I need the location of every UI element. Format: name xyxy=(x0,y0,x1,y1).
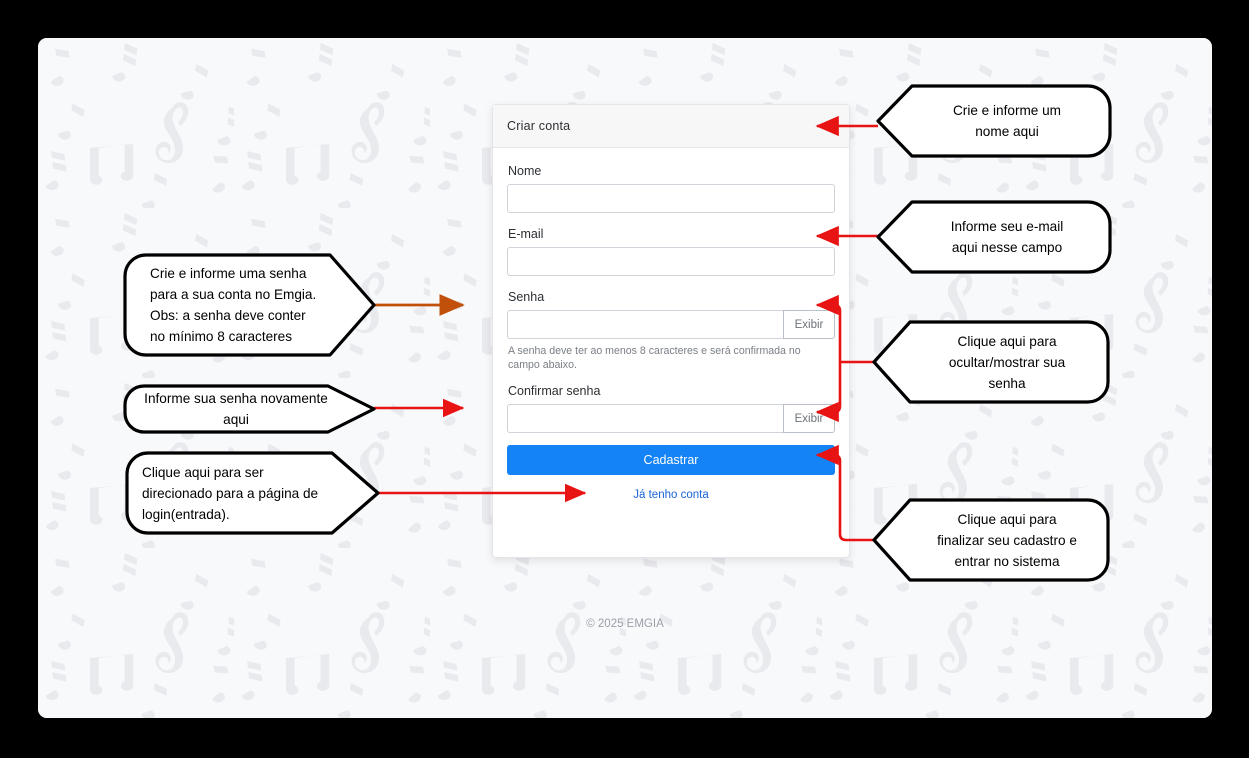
callout-password-note-text: Crie e informe uma senha para a sua cont… xyxy=(150,252,340,358)
callout-line: Clique aqui para ser xyxy=(142,464,264,480)
card-header: Criar conta xyxy=(493,105,849,148)
card-title: Criar conta xyxy=(507,119,571,133)
card-body: Nome E-mail Senha Exibir A senha deve te… xyxy=(493,148,849,501)
field-confirmar-senha: Confirmar senha Exibir xyxy=(507,384,835,433)
callout-line: ocultar/mostrar sua xyxy=(948,354,1066,370)
callout-line: para a sua conta no Emgia. xyxy=(150,287,317,302)
callout-line: Crie e informe uma senha xyxy=(150,266,307,281)
callout-line: entrar no sistema xyxy=(954,553,1060,569)
field-email: E-mail xyxy=(507,227,835,276)
field-nome: Nome xyxy=(507,164,835,213)
callout-line: Informe sua senha novamente xyxy=(144,391,328,406)
name-input[interactable] xyxy=(507,184,835,213)
toggle-password-visibility-button[interactable]: Exibir xyxy=(783,310,835,339)
label-email: E-mail xyxy=(508,227,544,241)
label-nome: Nome xyxy=(508,164,542,178)
callout-show-password-note-text: Clique aqui para ocultar/mostrar sua sen… xyxy=(910,318,1104,406)
callout-submit-note: Clique aqui para finalizar seu cadastro … xyxy=(872,496,1110,584)
toggle-confirm-password-visibility-button[interactable]: Exibir xyxy=(783,404,835,433)
callout-confirm-password-note: Informe sua senha novamente aqui xyxy=(122,383,376,435)
email-input[interactable] xyxy=(507,247,835,276)
callout-line: aqui xyxy=(223,412,249,427)
callout-line: Crie e informe um xyxy=(952,103,1062,118)
callout-line: Informe seu e-mail xyxy=(950,219,1064,234)
callout-name-note: Crie e informe um nome aqui xyxy=(876,82,1112,160)
callout-line: senha xyxy=(988,375,1026,391)
callout-submit-note-text: Clique aqui para finalizar seu cadastro … xyxy=(910,496,1104,584)
callout-line: Clique aqui para xyxy=(957,511,1057,527)
label-senha: Senha xyxy=(508,290,545,304)
callout-email-note: Informe seu e-mail aqui nesse campo xyxy=(876,198,1112,276)
callout-line: no mínimo 8 caracteres xyxy=(150,329,293,344)
callout-line: Clique aqui para xyxy=(957,333,1057,349)
callout-line: login(entrada). xyxy=(142,506,230,522)
callout-login-link-note: Clique aqui para ser direcionado para a … xyxy=(124,450,380,536)
callout-password-note: Crie e informe uma senha para a sua cont… xyxy=(122,252,376,358)
confirm-password-input-group: Exibir xyxy=(507,404,835,433)
page-footer: © 2025 EMGIA xyxy=(586,618,664,630)
password-help-text: A senha deve ter ao menos 8 caracteres e… xyxy=(508,345,801,371)
signup-card: Criar conta Nome E-mail Senha Exibir xyxy=(492,104,850,558)
callout-line: aqui nesse campo xyxy=(951,240,1063,255)
callout-line: finalizar seu cadastro e xyxy=(937,532,1077,548)
callout-confirm-password-note-text: Informe sua senha novamente aqui xyxy=(136,383,336,435)
confirm-password-input[interactable] xyxy=(507,404,783,433)
callout-name-note-text: Crie e informe um nome aqui xyxy=(912,82,1102,160)
label-confirmar-senha: Confirmar senha xyxy=(508,384,601,398)
callout-line: direcionado para a página de xyxy=(142,485,319,501)
callout-line: nome aqui xyxy=(975,124,1039,139)
submit-register-button[interactable]: Cadastrar xyxy=(507,445,835,475)
field-senha: Senha Exibir A senha deve ter ao menos 8… xyxy=(507,290,835,372)
callout-show-password-note: Clique aqui para ocultar/mostrar sua sen… xyxy=(872,318,1110,406)
password-input[interactable] xyxy=(507,310,783,339)
callout-email-note-text: Informe seu e-mail aqui nesse campo xyxy=(912,198,1102,276)
callout-login-link-note-text: Clique aqui para ser direcionado para a … xyxy=(142,450,342,536)
password-input-group: Exibir xyxy=(507,310,835,339)
already-have-account-link[interactable]: Já tenho conta xyxy=(633,489,709,501)
callout-line: Obs: a senha deve conter xyxy=(150,308,306,323)
